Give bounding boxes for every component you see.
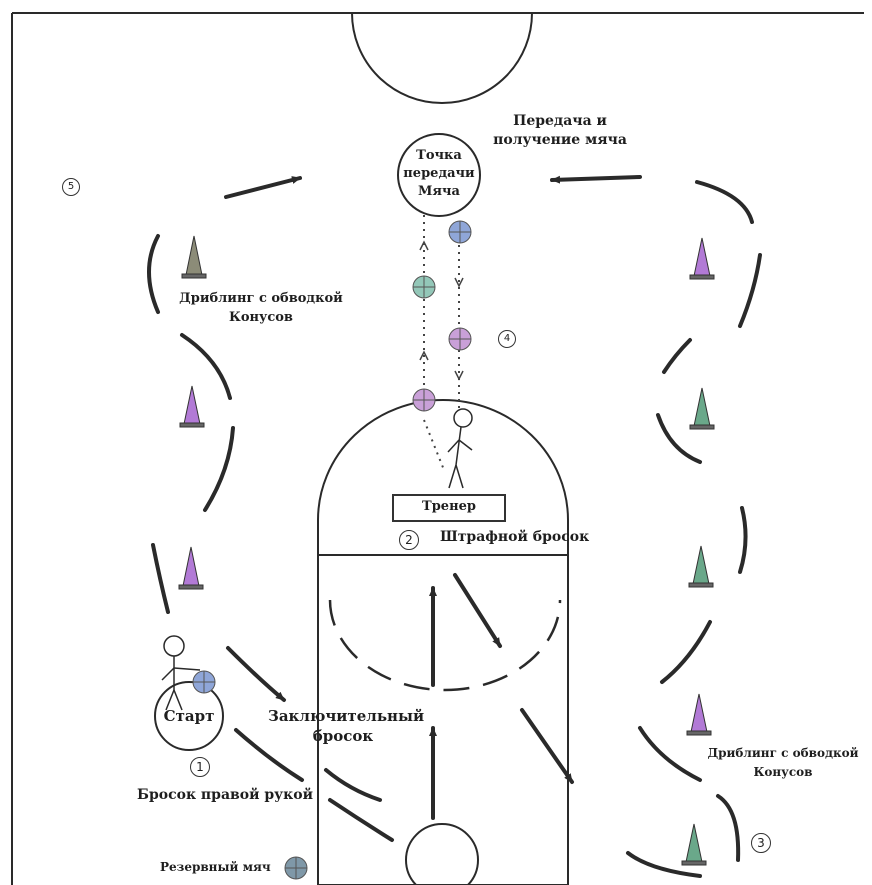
pass-point-line-1: Точка (416, 148, 462, 163)
dribble-right-line-1: Дриблинг с обводкой (707, 746, 859, 760)
pass-direction-marks (419, 240, 464, 381)
reserve-ball-label: Резервный мяч (160, 860, 271, 874)
cones (178, 235, 715, 866)
trainer-box (392, 494, 506, 522)
ball-icon (192, 670, 216, 694)
start-circle (154, 681, 224, 751)
dribble-right-label: Дриблинг с обводкой Конусов (694, 745, 872, 781)
station-number-3: 3 (751, 833, 771, 853)
player-figure (161, 635, 201, 711)
ball-icon (412, 275, 436, 299)
cone-icon (686, 693, 712, 736)
trainer-label: Тренер (422, 499, 476, 514)
station-number-1: 1 (190, 757, 210, 777)
basketballs (192, 220, 472, 880)
reserve-ball-icon (284, 856, 308, 880)
start-label: Старт (163, 707, 215, 725)
ball-icon (448, 327, 472, 351)
cone-icon (681, 823, 707, 866)
free-throw-arc (317, 399, 569, 555)
final-shot-label: Заключительный бросок (268, 706, 425, 746)
dribble-left-label: Дриблинг с обводкой Конусов (166, 290, 356, 326)
station-number-2: 2 (399, 530, 419, 550)
cone-icon (181, 235, 207, 279)
final-shot-line-2: бросок (312, 727, 374, 745)
pass-lines (423, 215, 460, 471)
top-center-circle (351, 12, 533, 104)
cone-icon (689, 237, 715, 280)
key-lane (317, 554, 569, 885)
ball-icon (448, 220, 472, 244)
cone-icon (688, 545, 714, 588)
free-throw-label: Штрафной бросок (440, 529, 590, 545)
pass-receive-line-1: Передача и (513, 113, 607, 129)
station-number-5: 5 (62, 178, 80, 196)
pass-point-line-2: передачи (403, 166, 475, 181)
pass-point-circle (397, 133, 481, 217)
cone-icon (179, 385, 205, 428)
dribble-left-line-2: Конусов (229, 310, 293, 325)
pass-receive-line-2: получение мяча (493, 132, 627, 148)
ball-icon (412, 388, 436, 412)
movement-arrows (147, 175, 762, 878)
dribble-right-line-2: Конусов (753, 765, 813, 779)
cone-icon (178, 546, 204, 590)
trainer-figure (447, 408, 473, 489)
pass-point-label: Точка передачи Мяча (399, 147, 479, 201)
cone-icon (689, 387, 715, 430)
dribble-left-line-1: Дриблинг с обводкой (179, 291, 343, 306)
basket-circle (405, 823, 479, 885)
right-hand-shot-label: Бросок правой рукой (137, 787, 313, 803)
restricted-dashed-arc (328, 599, 562, 692)
pass-point-line-3: Мяча (418, 184, 460, 199)
court-lines (11, 12, 864, 885)
pass-receive-label: Передача и получение мяча (480, 112, 640, 150)
final-shot-line-1: Заключительный (268, 707, 425, 725)
station-number-4: 4 (498, 330, 516, 348)
